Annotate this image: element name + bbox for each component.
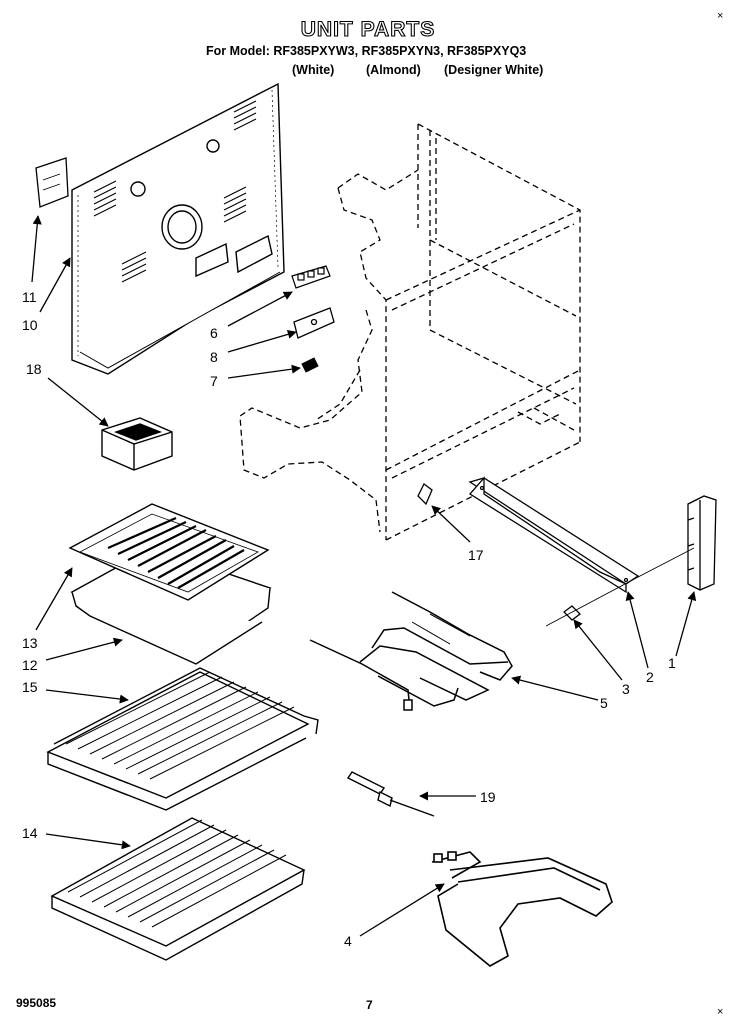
footer-page-number: 7 [366,998,373,1012]
part-19-sensor [346,771,435,817]
variant-designer-white: (Designer White) [444,63,544,77]
callout-15: 15 [22,679,38,695]
part-8-block-cover [293,307,335,339]
part-6-terminal-block [291,265,331,289]
part-10-rear-panel [71,82,285,375]
callout-18: 18 [26,361,42,377]
part-11-bracket-plate [35,157,69,208]
footer-doc-id: 995085 [16,996,57,1010]
callout-11: 11 [22,289,37,305]
callout-3: 3 [622,681,630,697]
callout-leaders [31,215,697,937]
callout-1: 1 [668,655,676,671]
part-17-clip [417,483,433,506]
model-line: For Model: RF385PXYW3, RF385PXYN3, RF385… [206,44,527,58]
part-5-broil-element [309,591,513,711]
callout-7: 7 [210,373,218,389]
callout-numbers: 11 10 6 8 7 18 17 13 12 15 14 5 3 2 1 19… [22,289,676,949]
callout-8: 8 [210,349,218,365]
variant-white: (White) [292,63,335,77]
part-18-component-box [101,417,173,471]
callout-17: 17 [468,547,484,563]
part-7-clip [301,357,319,373]
part-4-bake-element [431,851,613,967]
callout-6: 6 [210,325,218,341]
callout-19: 19 [480,789,496,805]
variant-almond: (Almond) [366,63,421,77]
part-3-clip [545,547,695,627]
callout-4: 4 [344,933,352,949]
part-14-oven-rack [50,817,306,961]
oven-cabinet-outline [239,123,581,541]
callout-5: 5 [600,695,608,711]
part-13-broiler-grid [68,503,270,601]
corner-mark-bottom: × [717,1006,724,1018]
part-15-oven-rack [46,667,319,811]
part-1-bracket [687,495,717,591]
corner-mark-top: × [717,10,724,22]
callout-2: 2 [646,669,654,685]
callout-14: 14 [22,825,38,841]
callout-13: 13 [22,635,38,651]
part-2-support-rail [468,476,640,594]
callout-12: 12 [22,657,38,673]
callout-10: 10 [22,317,38,333]
page-title: UNIT PARTS [300,17,436,41]
